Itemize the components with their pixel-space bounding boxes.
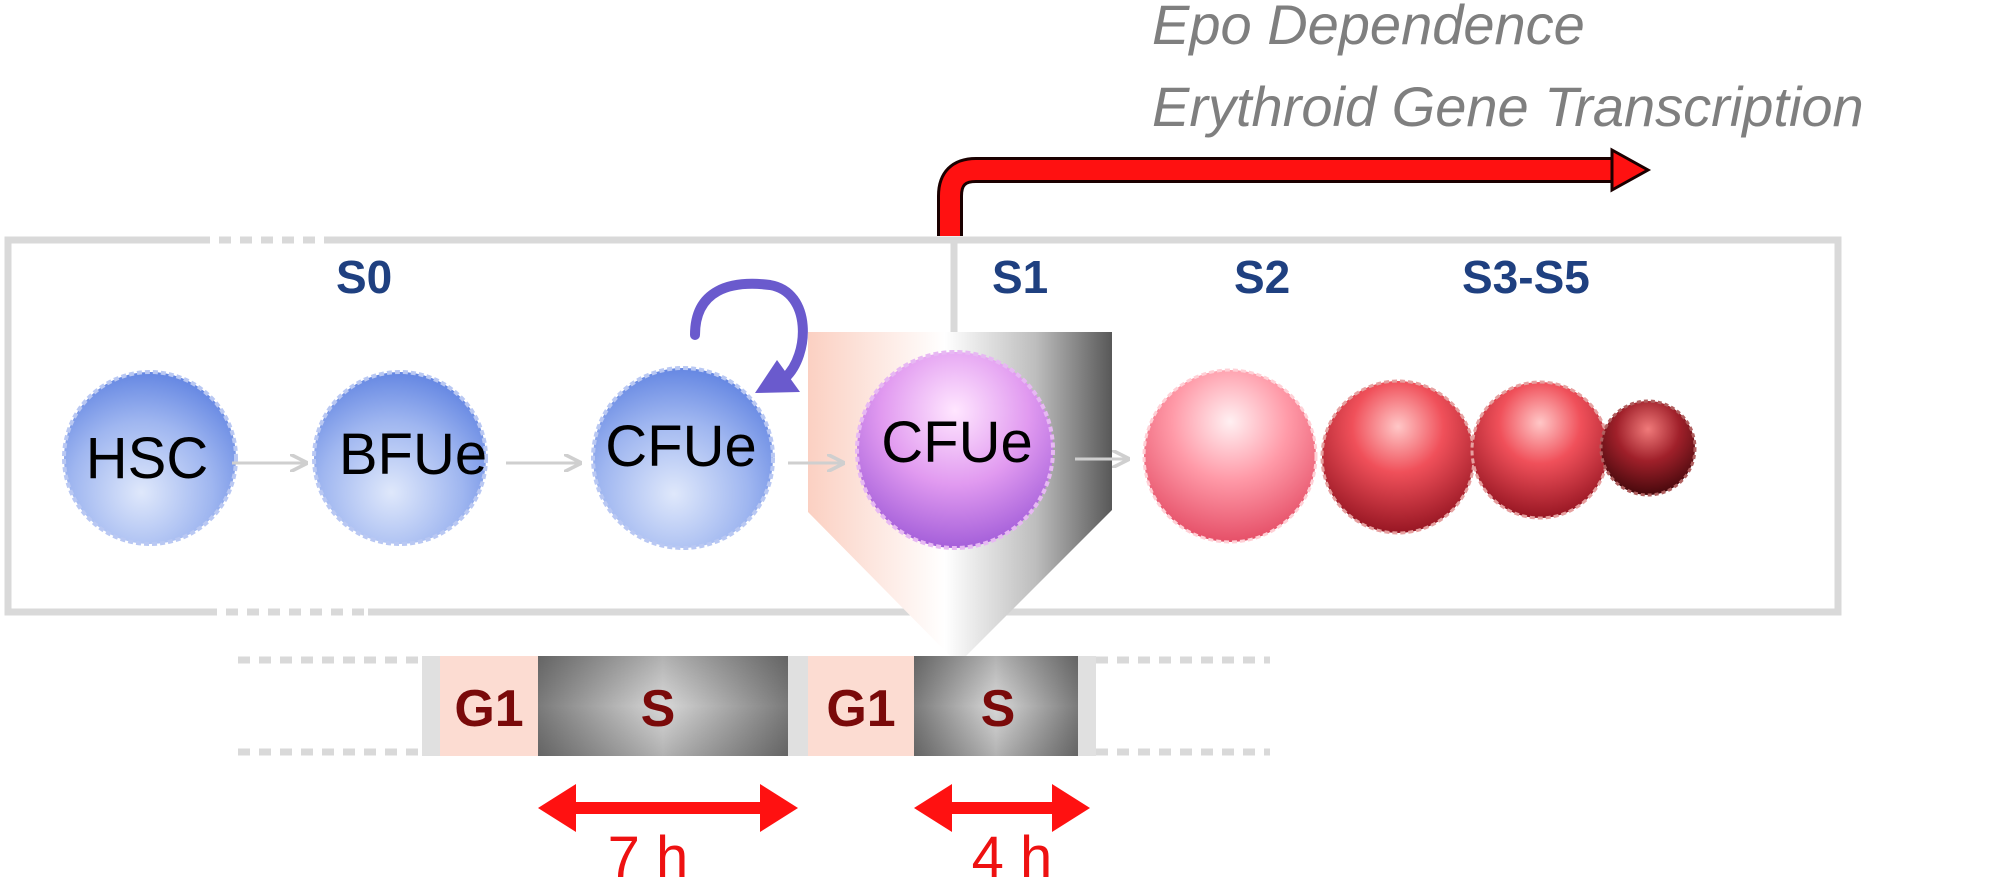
duration-label-7h: 7 h [608,825,689,882]
duration-arrow-2 [914,784,1090,832]
g1-phase-box-2 [808,656,914,756]
phase-label-g1-2: G1 [826,680,895,738]
cell-cycle-bar: G1 S G1 S [238,656,1270,756]
s4-cell [1470,380,1610,520]
phase-label-s-2: S [981,680,1016,738]
s3-cell [1320,379,1476,535]
cfue-s0-cell [591,366,775,550]
s2-cell [1142,368,1318,544]
cfue-s1-cell [855,350,1055,550]
hsc-cell [62,370,238,546]
duration-label-4h: 4 h [972,825,1053,882]
stage-label-s3-s5: S3-S5 [1462,251,1590,303]
cell-label-hsc: HSC [86,426,208,491]
cell-label-bfue: BFUe [339,422,487,487]
stage-label-s2: S2 [1234,251,1290,303]
phase-label-g1-1: G1 [454,680,523,738]
differentiation-arrows [232,459,1128,463]
stage-label-s1: S1 [992,251,1048,303]
bfue-cell [312,370,488,546]
self-renewal-arrow [690,278,808,393]
cycle-divider [788,656,808,756]
s5-cell [1599,399,1697,497]
duration-arrow-1 [538,784,798,832]
cell-label-cfue-s0: CFUe [605,414,756,479]
transcription-arrow [937,147,1652,236]
stage-frame [4,236,1842,616]
cell-label-cfue-s1: CFUe [881,410,1032,475]
caption-erythroid-transcription: Erythroid Gene Transcription [1152,75,1864,138]
cycle-edge-left [422,656,440,756]
stage-label-s0: S0 [336,251,392,303]
g1-phase-box-1 [440,656,538,756]
cycle-edge-right [1078,656,1096,756]
phase-label-s-1: S [641,680,676,738]
caption-epo-dependence: Epo Dependence [1152,0,1585,56]
